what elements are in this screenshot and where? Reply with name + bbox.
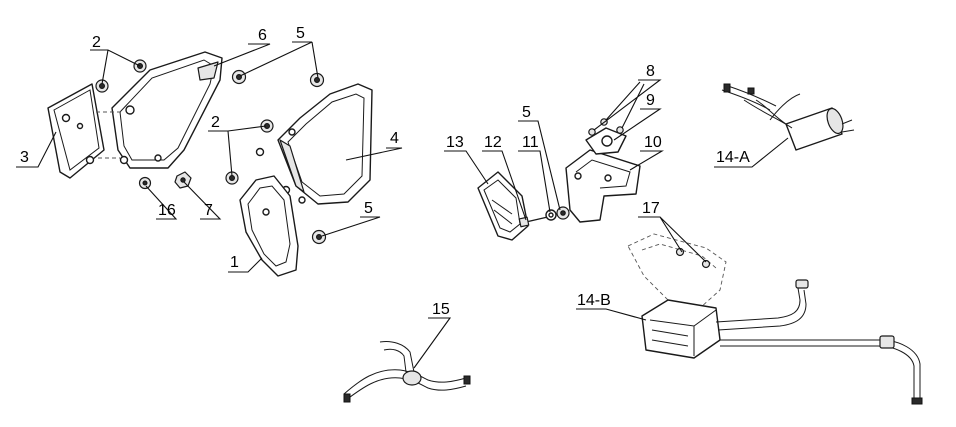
callout-9: 9 bbox=[646, 92, 655, 109]
callout-14a: 14-A bbox=[716, 149, 750, 166]
part-2-grommets-left bbox=[95, 59, 147, 93]
callout-8: 8 bbox=[646, 63, 655, 80]
part-14a-canister bbox=[721, 83, 855, 151]
callout-13: 13 bbox=[446, 134, 464, 151]
callout-5a: 5 bbox=[296, 25, 305, 42]
part-4-right-side-cover bbox=[277, 83, 373, 205]
part-5-grommet-a bbox=[231, 69, 247, 85]
callout-2b: 2 bbox=[211, 114, 220, 131]
part-13-panel bbox=[477, 171, 529, 241]
part-11-washer bbox=[545, 209, 557, 221]
part-16-bolt bbox=[138, 176, 152, 190]
leader-lines bbox=[16, 41, 789, 369]
callout-4: 4 bbox=[390, 130, 399, 147]
callout-17: 17 bbox=[642, 200, 660, 217]
callout-15: 15 bbox=[432, 301, 450, 318]
part-5-grommet-d bbox=[556, 206, 570, 220]
part-15-hose bbox=[343, 341, 471, 403]
callout-1: 1 bbox=[230, 254, 239, 271]
part-14b-canister bbox=[641, 279, 923, 405]
part-10-bracket bbox=[565, 149, 641, 223]
callout-16: 16 bbox=[158, 202, 176, 219]
part-5-grommet-b bbox=[309, 72, 325, 88]
part-3-bracket bbox=[47, 83, 105, 179]
callout-7: 7 bbox=[204, 202, 213, 219]
callout-11: 11 bbox=[522, 134, 539, 151]
callout-6: 6 bbox=[258, 27, 267, 44]
part-9-plate bbox=[585, 127, 627, 155]
part-5-grommet-c bbox=[311, 229, 327, 245]
part-17-frame-bracket bbox=[627, 233, 727, 309]
part-1-lower-cover bbox=[239, 175, 299, 277]
part-7-nut bbox=[174, 171, 192, 189]
callout-14b: 14-B bbox=[577, 292, 611, 309]
callout-10: 10 bbox=[644, 134, 662, 151]
callouts: 2 6 5 3 4 2 16 7 5 1 13 12 11 5 8 9 10 1… bbox=[20, 25, 750, 318]
callout-2a: 2 bbox=[92, 34, 101, 51]
part-6-left-side-cover bbox=[96, 51, 223, 169]
callout-5c: 5 bbox=[522, 104, 531, 121]
callout-12: 12 bbox=[484, 134, 502, 151]
callout-3: 3 bbox=[20, 149, 29, 166]
callout-5b: 5 bbox=[364, 200, 373, 217]
